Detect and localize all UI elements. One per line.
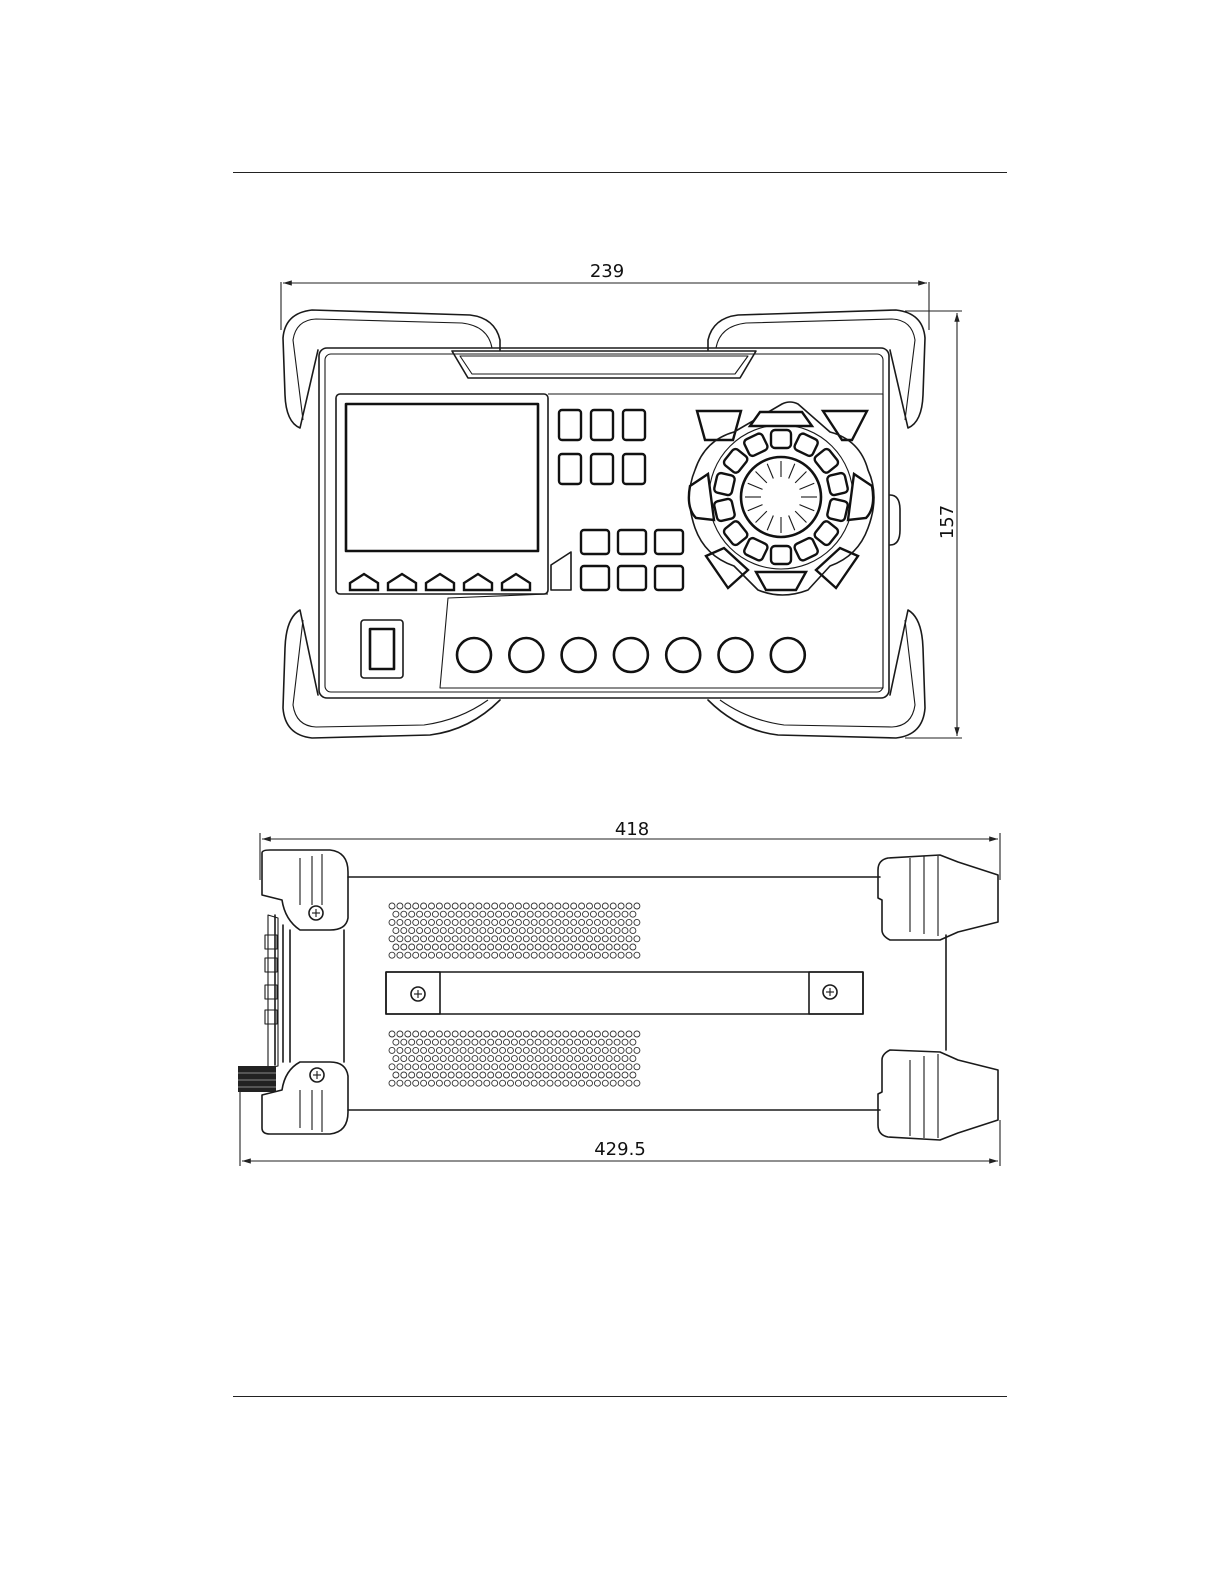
navigation-cluster xyxy=(689,402,874,595)
numeric-key[interactable] xyxy=(655,530,683,554)
nav-ring-key[interactable] xyxy=(743,432,769,457)
output-terminals xyxy=(457,638,805,672)
numeric-key[interactable] xyxy=(618,530,646,554)
nav-ring-key[interactable] xyxy=(722,520,749,547)
vent-grid-bottom xyxy=(389,1031,640,1086)
output-terminal[interactable] xyxy=(719,638,753,672)
side-total-dimension: 429.5 xyxy=(240,1080,1000,1166)
function-key[interactable] xyxy=(591,410,613,440)
bumper-bottom-right xyxy=(708,610,925,738)
numeric-key[interactable] xyxy=(581,566,609,590)
function-key[interactable] xyxy=(591,454,613,484)
soft-key[interactable] xyxy=(350,574,378,590)
front-height-label: 157 xyxy=(937,505,958,539)
power-switch[interactable] xyxy=(370,629,394,669)
soft-key[interactable] xyxy=(426,574,454,590)
numeric-key[interactable] xyxy=(618,566,646,590)
front-view: 239 157 xyxy=(281,261,962,738)
function-key[interactable] xyxy=(623,410,645,440)
front-width-label: 239 xyxy=(590,261,624,282)
nav-ring-key[interactable] xyxy=(813,447,840,474)
nav-ring-key[interactable] xyxy=(713,472,735,496)
nav-ring-key[interactable] xyxy=(722,447,749,474)
nav-key-top-left[interactable] xyxy=(697,411,741,440)
numeric-key[interactable] xyxy=(655,566,683,590)
output-terminal[interactable] xyxy=(509,638,543,672)
front-panel-profile xyxy=(275,915,283,1065)
side-front-column xyxy=(290,930,344,1062)
nav-ring-key[interactable] xyxy=(827,498,849,522)
soft-key[interactable] xyxy=(502,574,530,590)
menu-soft-keys xyxy=(350,574,530,590)
function-keys-bottom xyxy=(581,530,683,590)
vent-grid-top xyxy=(389,903,640,958)
function-key[interactable] xyxy=(559,454,581,484)
output-terminal[interactable] xyxy=(771,638,805,672)
nav-ring-key[interactable] xyxy=(771,430,791,448)
soft-key[interactable] xyxy=(464,574,492,590)
nav-ring-key[interactable] xyxy=(813,520,840,547)
side-rear-foot-top xyxy=(878,855,998,940)
nav-key-left[interactable] xyxy=(689,474,714,520)
lcd-screen xyxy=(346,404,538,551)
display-bezel xyxy=(336,394,548,594)
function-key[interactable] xyxy=(623,454,645,484)
front-chassis xyxy=(319,348,889,698)
bumper-top-left xyxy=(283,310,500,428)
nav-ring-key[interactable] xyxy=(771,546,791,564)
nav-ring-key[interactable] xyxy=(793,432,819,457)
side-length-dimension: 418 xyxy=(260,819,1000,880)
soft-key[interactable] xyxy=(388,574,416,590)
nav-ring-key[interactable] xyxy=(713,498,735,522)
side-length-label: 418 xyxy=(615,819,649,840)
power-cable xyxy=(238,1066,276,1092)
front-width-dimension: 239 xyxy=(281,261,929,330)
side-total-label: 429.5 xyxy=(594,1139,646,1160)
nav-ring-key[interactable] xyxy=(793,537,819,562)
nav-key-top-right[interactable] xyxy=(823,411,867,440)
side-knob xyxy=(890,495,900,545)
output-terminal[interactable] xyxy=(562,638,596,672)
knob-grip-lines xyxy=(745,461,817,533)
nav-ring-key[interactable] xyxy=(827,472,849,496)
output-terminal[interactable] xyxy=(614,638,648,672)
output-terminal[interactable] xyxy=(666,638,700,672)
nav-key-right[interactable] xyxy=(848,474,873,520)
handle-bar xyxy=(386,972,863,1014)
numeric-key[interactable] xyxy=(581,530,609,554)
side-handle xyxy=(386,972,863,1014)
function-key[interactable] xyxy=(559,410,581,440)
nav-key-up[interactable] xyxy=(750,412,812,426)
output-terminal[interactable] xyxy=(457,638,491,672)
function-keys-top xyxy=(559,410,645,484)
display-side-key[interactable] xyxy=(551,552,571,590)
nav-key-down[interactable] xyxy=(756,572,806,590)
side-rear-foot-bottom xyxy=(878,1050,998,1140)
nav-ring-key[interactable] xyxy=(743,537,769,562)
side-view: 418 429.5 xyxy=(238,819,1000,1166)
front-height-dimension: 157 xyxy=(905,311,962,738)
